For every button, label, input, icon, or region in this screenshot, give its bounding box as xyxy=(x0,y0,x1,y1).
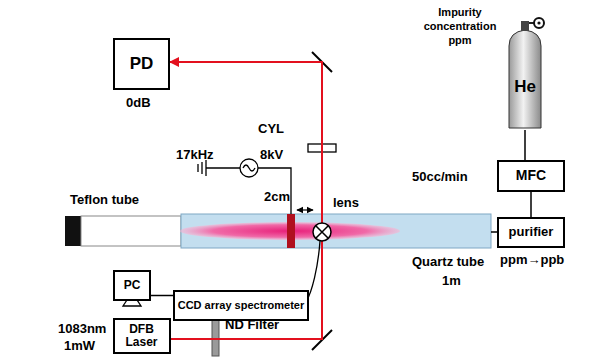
laser-box: DFB Laser xyxy=(113,318,171,354)
annotation-label: 1083nm xyxy=(58,322,106,336)
node-text: DFB Laser xyxy=(118,323,166,349)
laser-beam xyxy=(170,62,322,339)
annotation-label: 2cm xyxy=(264,190,290,204)
connector-line xyxy=(524,130,526,160)
teflon-tube xyxy=(81,216,181,246)
spectrometer-box: CCD array spectrometer xyxy=(173,290,309,321)
annotation-label: CYL xyxy=(258,122,284,136)
node-text: He xyxy=(514,78,536,97)
annotation-label: 17kHz xyxy=(176,148,214,162)
node-text: purifier xyxy=(509,225,554,239)
node-text: PD xyxy=(130,55,154,74)
cylinder-outline xyxy=(503,14,547,130)
quartz-tube xyxy=(181,214,491,248)
electrode xyxy=(287,214,295,248)
connector-line xyxy=(530,192,532,217)
hv-circuit xyxy=(198,159,291,214)
lens-symbol xyxy=(313,223,331,241)
annotation-label: lens xyxy=(333,196,359,210)
annotation-label: 1mW xyxy=(64,339,95,353)
annotation-label: 1m xyxy=(442,274,461,288)
annotation-label: Teflon tube xyxy=(70,193,139,207)
node-text: CCD array spectrometer xyxy=(178,299,305,311)
dimension-arrow xyxy=(297,209,313,210)
node-text: PC xyxy=(124,279,141,292)
flow-controller-box: MFC xyxy=(497,160,565,192)
annotation-label: 8kV xyxy=(260,148,283,162)
teflon-cap xyxy=(65,216,81,246)
annotation-label: ND Filter xyxy=(225,318,279,332)
annotation-label: Quartz tube xyxy=(412,255,484,269)
detector-box: PD xyxy=(113,38,170,90)
annotation-label: 0dB xyxy=(126,96,151,110)
annotation-label: 50cc/min xyxy=(412,170,468,184)
annotation-label: Impurity concentration ppm xyxy=(414,6,506,47)
connector-line xyxy=(151,295,173,297)
annotation-label: ppm→ppb xyxy=(500,253,564,267)
purifier-box: purifier xyxy=(497,217,565,248)
pc-monitor: PC xyxy=(113,270,151,301)
gas-cylinder: He xyxy=(503,14,547,130)
node-text: MFC xyxy=(516,168,546,183)
